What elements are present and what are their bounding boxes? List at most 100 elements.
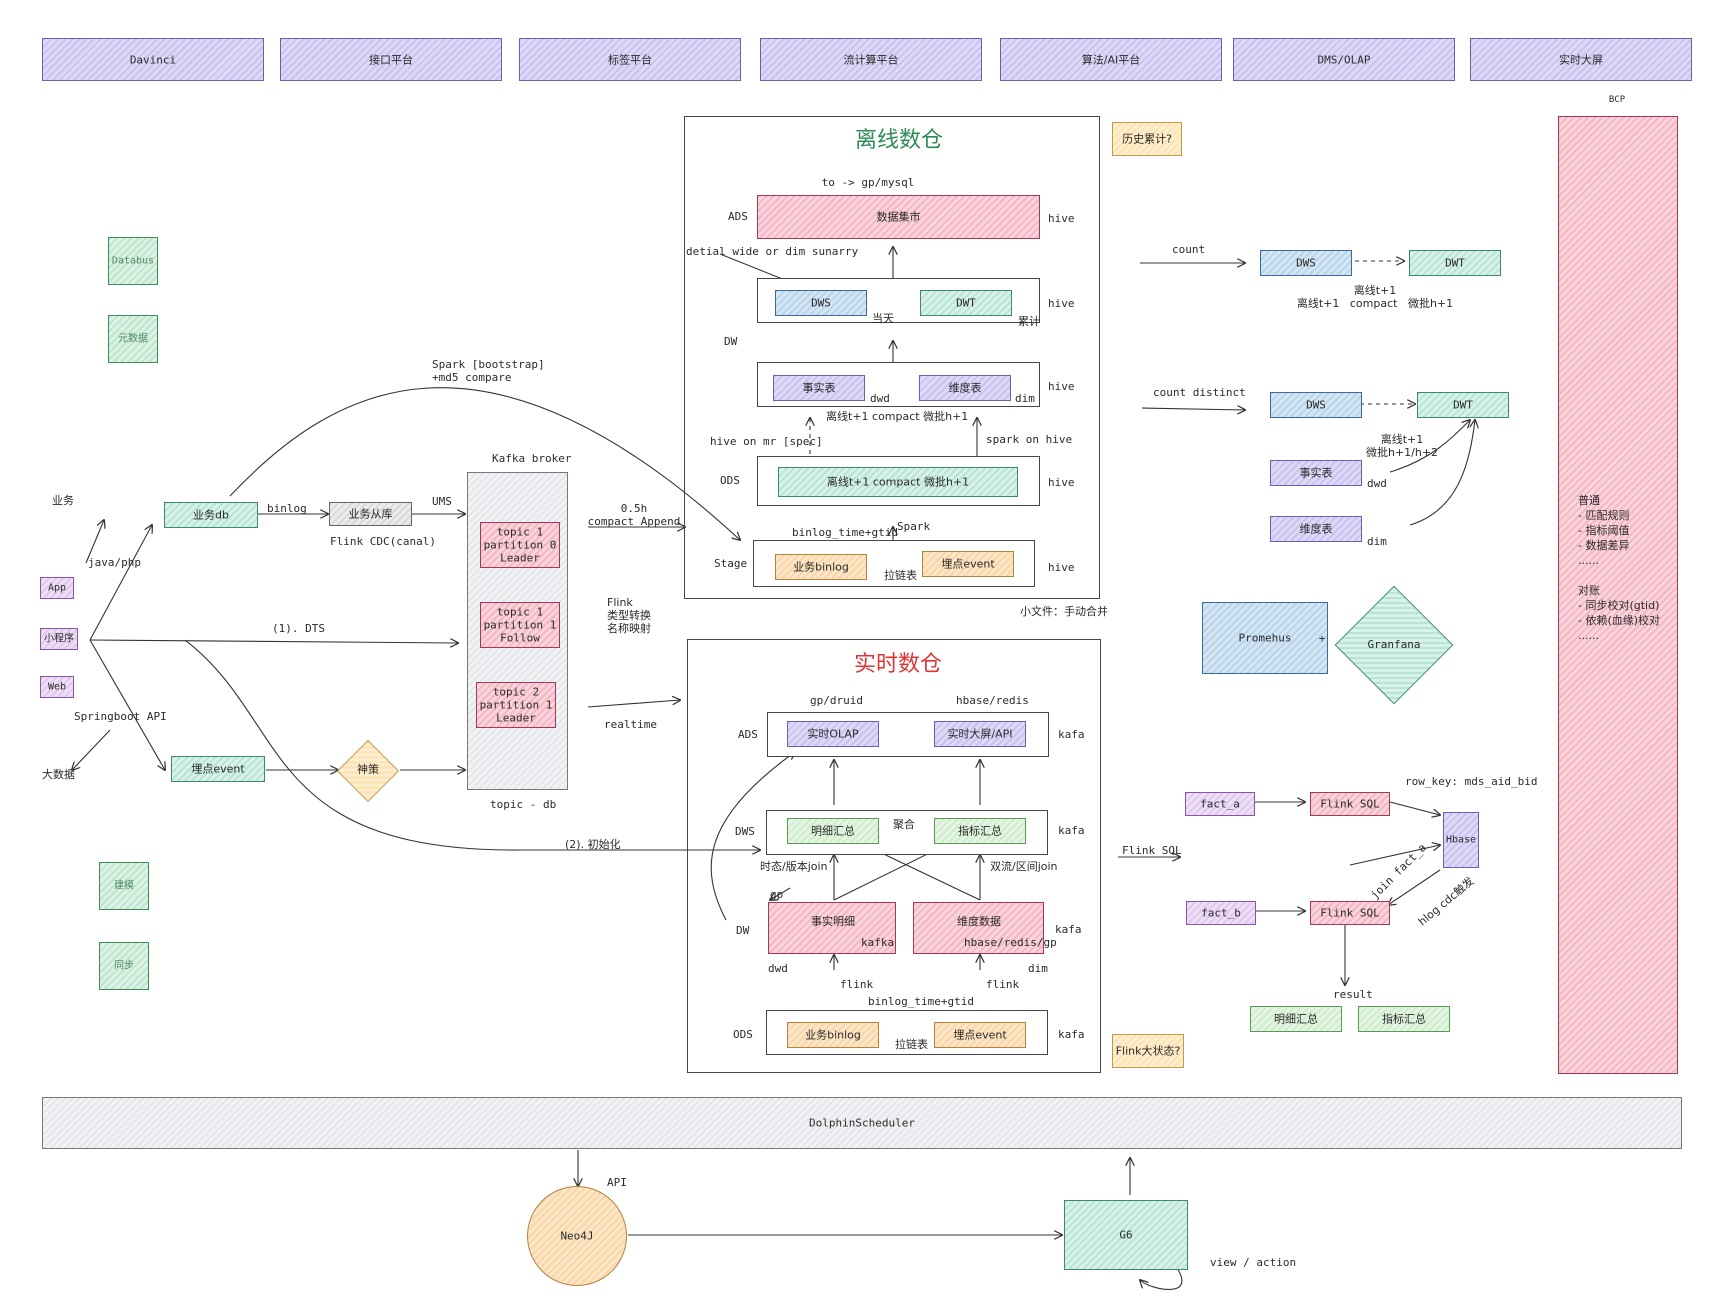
realtime-dim-data: 维度数据 hbase/redis/gp [913, 902, 1057, 954]
offline-ads-store: hive [1048, 212, 1075, 225]
platform-interface: 接口平台 [280, 38, 502, 81]
realtime-warehouse [687, 639, 1101, 1073]
realtime-gp-druid: gp/druid [810, 694, 863, 707]
realtime-gp-tag: gp [770, 888, 784, 901]
result-detail: 明细汇总 [1250, 1006, 1342, 1032]
realtime-flink-right: flink [986, 978, 1020, 991]
offline-stage-layer: Stage [714, 557, 748, 570]
realtime-detail-summary: 明细汇总 [787, 818, 879, 844]
offline-ods-box: 离线t+1 compact 微批h+1 [778, 467, 1018, 497]
realtime-olap: 实时OLAP [787, 721, 879, 747]
label-append: 0.5h compact Append [587, 502, 681, 528]
edge-client-to-event [89, 639, 165, 770]
bcp-title: BCP [1608, 95, 1626, 105]
platform-tags: 标签平台 [519, 38, 741, 81]
edge-view-action [1140, 1264, 1183, 1290]
realtime-hbase-redis: hbase/redis [956, 694, 1029, 707]
right-count-note: 离线t+1 离线t+1 compact 微批h+1 [1296, 284, 1454, 310]
shence-label: 神策 [357, 763, 379, 776]
realtime-ods-store: kafa [1058, 1028, 1085, 1041]
realtime-dwd-tag: dwd [768, 962, 788, 975]
kafka-partition-1: topic 1 partition 0 Leader [480, 522, 560, 568]
right-dwt2: DWT [1417, 392, 1509, 418]
edge-to-business [85, 520, 104, 564]
realtime-fact-label: 事实明细 [811, 915, 855, 928]
offline-same-day: 当天 [872, 312, 894, 325]
edge-dim-dwt2 [1409, 420, 1475, 526]
realtime-fact-detail: 事实明细 kafka [768, 902, 896, 954]
offline-dim-table: 维度表 [919, 375, 1011, 401]
realtime-dw-store: kafa [1055, 923, 1082, 936]
edge-realtime [587, 700, 680, 708]
label-flink-convert: Flink 类型转换 名称映射 [607, 596, 651, 635]
offline-dim-tag: dim [1015, 392, 1035, 405]
offline-dwd-store: hive [1048, 380, 1075, 393]
fact-a: fact_a [1185, 792, 1255, 816]
offline-hive-on-mr: hive on mr [spec] [710, 435, 823, 448]
client-app: App [40, 577, 74, 599]
label-dts: (1). DTS [272, 622, 325, 635]
realtime-dw-layer: DW [736, 924, 750, 937]
sidebar-sync: 同步 [99, 942, 149, 990]
offline-stage-store: hive [1048, 561, 1075, 574]
label-spark-bootstrap: Spark [bootstrap] +md5 compare [432, 358, 545, 384]
promehus: Promehus [1202, 602, 1328, 674]
label-realtime: realtime [604, 718, 657, 731]
client-web: Web [40, 676, 74, 698]
flink-sql-1: Flink SQL [1310, 792, 1390, 816]
edge-hbase-sql [1388, 869, 1441, 905]
realtime-aggregate: 聚合 [893, 818, 915, 831]
label-ums: UMS [432, 495, 452, 508]
kafka-partition-2: topic 1 partition 1 Follow [480, 602, 560, 648]
realtime-join-right: 双流/区间join [990, 860, 1058, 873]
kafka-footer: topic - db [490, 798, 557, 811]
label-springboot-api: Springboot API [74, 710, 167, 723]
realtime-dim-label: 维度数据 [957, 915, 1001, 928]
bottom-view-action: view / action [1210, 1256, 1297, 1269]
offline-dwd-tag: dwd [870, 392, 890, 405]
offline-zipper: 拉链表 [884, 569, 917, 582]
realtime-zipper: 拉链表 [895, 1038, 928, 1051]
neo4j-node: Neo4J [527, 1186, 627, 1286]
edge-fact-dwt2 [1389, 420, 1470, 473]
platform-stream: 流计算平台 [760, 38, 982, 81]
offline-small-files: 小文件：手动合并 [1020, 605, 1108, 618]
right-dwd-tag: dwd [1367, 477, 1387, 490]
dolphin-scheduler: DolphinScheduler [42, 1097, 1682, 1149]
offline-tracking-event: 埋点event [922, 551, 1014, 577]
realtime-screen-api: 实时大屏/API [934, 721, 1026, 747]
edge-init [184, 639, 760, 850]
granfana-label: Granfana [1367, 638, 1421, 651]
platform-dms-olap: DMS/OLAP [1233, 38, 1455, 81]
label-flink-cdc: Flink CDC(canal) [330, 535, 436, 548]
bottom-api: API [607, 1176, 627, 1189]
right-distinct-note: 离线t+1 微批h+1/h+2 [1365, 433, 1439, 459]
offline-dw-layer: DW [724, 335, 738, 348]
right-flink-sql-label: Flink SQL [1122, 844, 1182, 857]
offline-fact-table: 事实表 [773, 375, 865, 401]
right-count-distinct: count distinct [1153, 386, 1246, 399]
edge-to-bigdata [72, 729, 111, 770]
tracking-event: 埋点event [171, 756, 265, 782]
kafka-partition-3: topic 2 partition 1 Leader [476, 682, 556, 728]
g6-node: G6 [1064, 1200, 1188, 1270]
edge-sql-hbase [1389, 801, 1440, 815]
offline-spark: Spark [897, 520, 931, 533]
label-init: (2). 初始化 [565, 838, 621, 851]
kafka-title: Kafka broker [492, 452, 572, 465]
label-business: 业务 [52, 494, 74, 507]
right-dim-table: 维度表 [1270, 516, 1362, 542]
edge-client-to-db [89, 525, 152, 641]
sidebar-modeling: 建模 [99, 862, 149, 910]
state-note: Flink大状态? [1112, 1034, 1184, 1068]
label-java-php: java/php [88, 556, 141, 569]
edge-dts [89, 640, 458, 643]
hbase: Hbase [1443, 812, 1479, 868]
realtime-dws-layer: DWS [735, 825, 755, 838]
realtime-ads-store: kafa [1058, 728, 1085, 741]
realtime-title: 实时数仓 [853, 652, 943, 677]
offline-spark-on-hive: spark on hive [986, 433, 1073, 446]
platform-davinci: Davinci [42, 38, 264, 81]
